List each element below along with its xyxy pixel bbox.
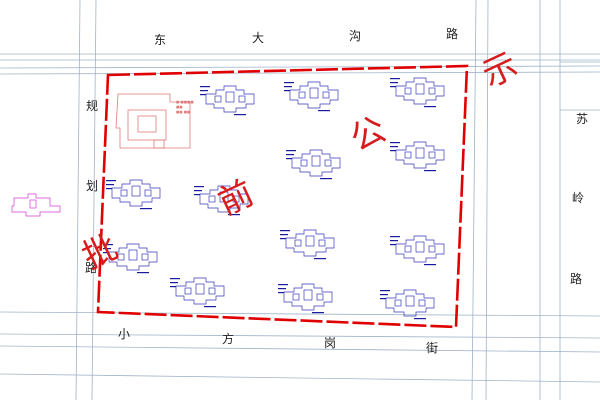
- residential-building: [284, 81, 339, 112]
- site-boundary: [96, 64, 469, 329]
- residential-building: [390, 141, 445, 172]
- stamp-char: 公: [344, 109, 392, 160]
- road-char: 沟: [349, 29, 361, 43]
- svg-text:■■ ■■: ■■ ■■: [176, 110, 190, 114]
- stamp-char: 示: [476, 45, 524, 96]
- approval-stamp-text: 示 公 前 批: [76, 45, 524, 278]
- svg-text:■ ■■■■: ■ ■■■■: [176, 100, 194, 104]
- residential-building: [390, 235, 445, 266]
- external-building: [11, 193, 61, 217]
- existing-building: ■ ■■■■ ■■ ■■ ■■: [115, 93, 194, 149]
- road-char: 划: [86, 179, 98, 193]
- stamp-char: 前: [212, 173, 260, 224]
- road-char: 路: [85, 260, 97, 275]
- residential-building: [200, 85, 255, 116]
- residential-building: [194, 185, 249, 216]
- road-label-right: 苏 岭 路: [570, 112, 588, 286]
- road-char: 规: [86, 98, 98, 113]
- road-char: 大: [252, 31, 264, 45]
- road-char: 岗: [324, 336, 336, 350]
- road-char: 路: [446, 26, 458, 41]
- residential-building: [380, 289, 435, 320]
- road-char: 岭: [572, 191, 584, 205]
- residential-building: [390, 77, 445, 108]
- road-char: 东: [154, 33, 166, 47]
- road-char: 小: [118, 327, 130, 341]
- residential-building: [278, 283, 333, 314]
- road-char: 苏: [576, 112, 588, 126]
- stamp-char: 批: [76, 227, 124, 278]
- residential-building: [103, 243, 158, 274]
- road-char: 街: [426, 341, 438, 355]
- residential-building: [170, 277, 225, 308]
- svg-text:■■: ■■: [176, 105, 183, 109]
- residential-building: [280, 229, 335, 260]
- road-label-bottom: 小 方 岗 街: [118, 327, 438, 355]
- building-footprints: [103, 77, 445, 320]
- road-label-left: 规 划 路: [85, 98, 98, 275]
- residential-building: [106, 179, 161, 210]
- residential-building: [286, 149, 341, 180]
- road-label-top: 东 大 沟 路: [154, 26, 458, 47]
- road-char: 路: [570, 271, 582, 286]
- road-char: 方: [222, 331, 234, 346]
